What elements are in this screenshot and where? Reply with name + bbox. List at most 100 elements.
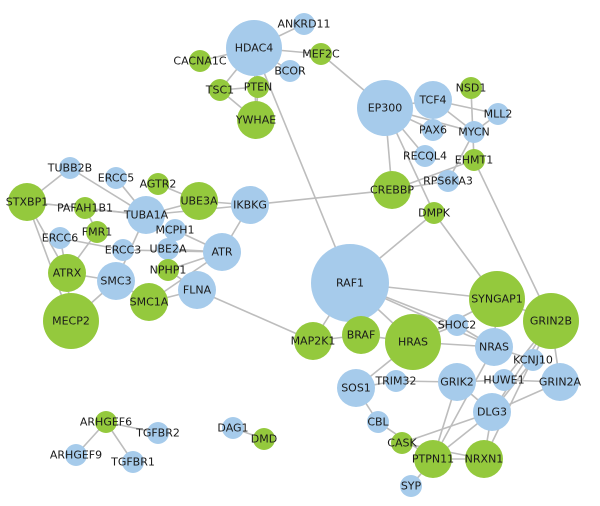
node-label-atrx: ATRX (53, 267, 82, 280)
node-circle-mll2 (487, 103, 509, 125)
node-circle-bcor (279, 60, 301, 82)
node-label-ptpn11: PTPN11 (412, 453, 454, 466)
node-flna: FLNA (178, 271, 216, 309)
node-layer: ANKRD11HDAC4CACNA1CMEF2CBCORPTENTSC1YWHA… (6, 13, 582, 497)
node-rps6ka3: RPS6KA3 (423, 170, 473, 192)
node-circle-ercc3 (112, 239, 134, 261)
node-circle-mcph1 (164, 219, 186, 241)
node-label-mef2c: MEF2C (302, 48, 340, 61)
node-label-huwe1: HUWE1 (483, 374, 524, 387)
node-dmd: DMD (251, 428, 277, 450)
node-label-raf1: RAF1 (336, 277, 364, 290)
node-circle-ikbkg (231, 186, 269, 224)
node-circle-hdac4 (226, 20, 282, 76)
node-circle-kcnj10 (522, 349, 544, 371)
node-label-ehmt1: EHMT1 (455, 154, 493, 167)
node-circle-mef2c (310, 43, 332, 65)
node-ehmt1: EHMT1 (455, 149, 493, 171)
node-circle-cacna1c (189, 50, 211, 72)
node-huwe1: HUWE1 (483, 369, 525, 391)
node-circle-ube3a (180, 182, 218, 220)
node-cask: CASK (387, 432, 417, 454)
node-circle-ehmt1 (463, 149, 485, 171)
node-circle-ube2a (157, 238, 179, 260)
node-label-ankrd11: ANKRD11 (277, 18, 330, 31)
node-circle-hras (385, 314, 441, 370)
node-label-dlg3: DLG3 (477, 406, 507, 419)
node-circle-smc3 (97, 262, 135, 300)
edge-nras-ptpn11 (432, 346, 495, 460)
node-dag1: DAG1 (217, 417, 249, 439)
node-smc3: SMC3 (97, 262, 135, 300)
node-dlg3: DLG3 (473, 393, 511, 431)
node-label-braf: BRAF (347, 329, 376, 342)
node-label-ube3a: UBE3A (180, 195, 218, 208)
node-ube2a: UBE2A (149, 238, 187, 260)
node-hdac4: HDAC4 (226, 20, 282, 76)
node-label-nras: NRAS (479, 341, 509, 354)
node-mll2: MLL2 (484, 103, 512, 125)
node-label-crebbp: CREBBP (370, 184, 414, 197)
node-grik2: GRIK2 (438, 363, 476, 401)
node-map2k1: MAP2K1 (291, 322, 335, 360)
node-label-nphp1: NPHP1 (150, 264, 187, 277)
node-label-pafah1b1: PAFAH1B1 (57, 202, 113, 215)
node-arhgef9: ARHGEF9 (50, 444, 102, 466)
node-circle-recql4 (414, 145, 436, 167)
node-circle-dmd (253, 428, 275, 450)
node-braf: BRAF (342, 316, 380, 354)
node-tgfbr2: TGFBR2 (135, 422, 180, 444)
node-label-smc3: SMC3 (100, 275, 131, 288)
node-circle-mycn (463, 121, 485, 143)
node-circle-nrxn1 (465, 440, 503, 478)
node-circle-cbl (367, 411, 389, 433)
node-syp: SYP (400, 475, 422, 497)
node-circle-smc1a (130, 283, 168, 321)
node-cacna1c: CACNA1C (173, 50, 227, 72)
node-mecp2: MECP2 (43, 293, 99, 349)
node-label-arhgef9: ARHGEF9 (50, 449, 102, 462)
node-circle-ep300 (357, 80, 413, 136)
node-label-pax6: PAX6 (419, 124, 447, 137)
node-label-ercc6: ERCC6 (42, 232, 78, 245)
node-cbl: CBL (367, 411, 390, 433)
node-label-tubb2b: TUBB2B (47, 162, 92, 175)
node-label-tcf4: TCF4 (418, 94, 446, 107)
node-pafah1b1: PAFAH1B1 (57, 197, 113, 219)
node-circle-sos1 (337, 369, 375, 407)
node-smc1a: SMC1A (130, 283, 169, 321)
node-circle-shoc2 (446, 314, 468, 336)
node-trim32: TRIM32 (374, 370, 417, 392)
node-label-mycn: MYCN (458, 126, 490, 139)
node-label-cacna1c: CACNA1C (173, 55, 226, 68)
node-circle-mecp2 (43, 293, 99, 349)
node-tubb2b: TUBB2B (47, 157, 92, 179)
node-circle-grin2a (541, 363, 579, 401)
edge-flna-map2k1 (196, 289, 314, 342)
node-label-ube2a: UBE2A (149, 243, 187, 256)
node-ep300: EP300 (357, 80, 413, 136)
node-bcor: BCOR (274, 60, 306, 82)
node-circle-agtr2 (147, 173, 169, 195)
node-circle-stxbp1 (8, 183, 46, 221)
node-circle-atr (203, 233, 241, 271)
node-atr: ATR (203, 233, 241, 271)
node-circle-arhgef9 (65, 444, 87, 466)
node-circle-braf (342, 316, 380, 354)
node-label-pten: PTEN (244, 81, 273, 94)
node-circle-trim32 (385, 370, 407, 392)
node-label-mcph1: MCPH1 (155, 224, 194, 237)
node-circle-ptpn11 (414, 440, 452, 478)
node-grin2a: GRIN2A (539, 363, 582, 401)
node-circle-pten (247, 76, 269, 98)
node-tuba1a: TUBA1A (123, 196, 169, 234)
node-label-trim32: TRIM32 (374, 375, 416, 388)
node-circle-dmpk (423, 202, 445, 224)
node-circle-pafah1b1 (74, 197, 96, 219)
node-circle-flna (178, 271, 216, 309)
node-dmpk: DMPK (418, 202, 451, 224)
node-label-flna: FLNA (183, 284, 212, 297)
node-circle-syngap1 (469, 271, 525, 327)
node-label-ywhae: YWHAE (235, 114, 276, 127)
node-label-ep300: EP300 (368, 102, 403, 115)
